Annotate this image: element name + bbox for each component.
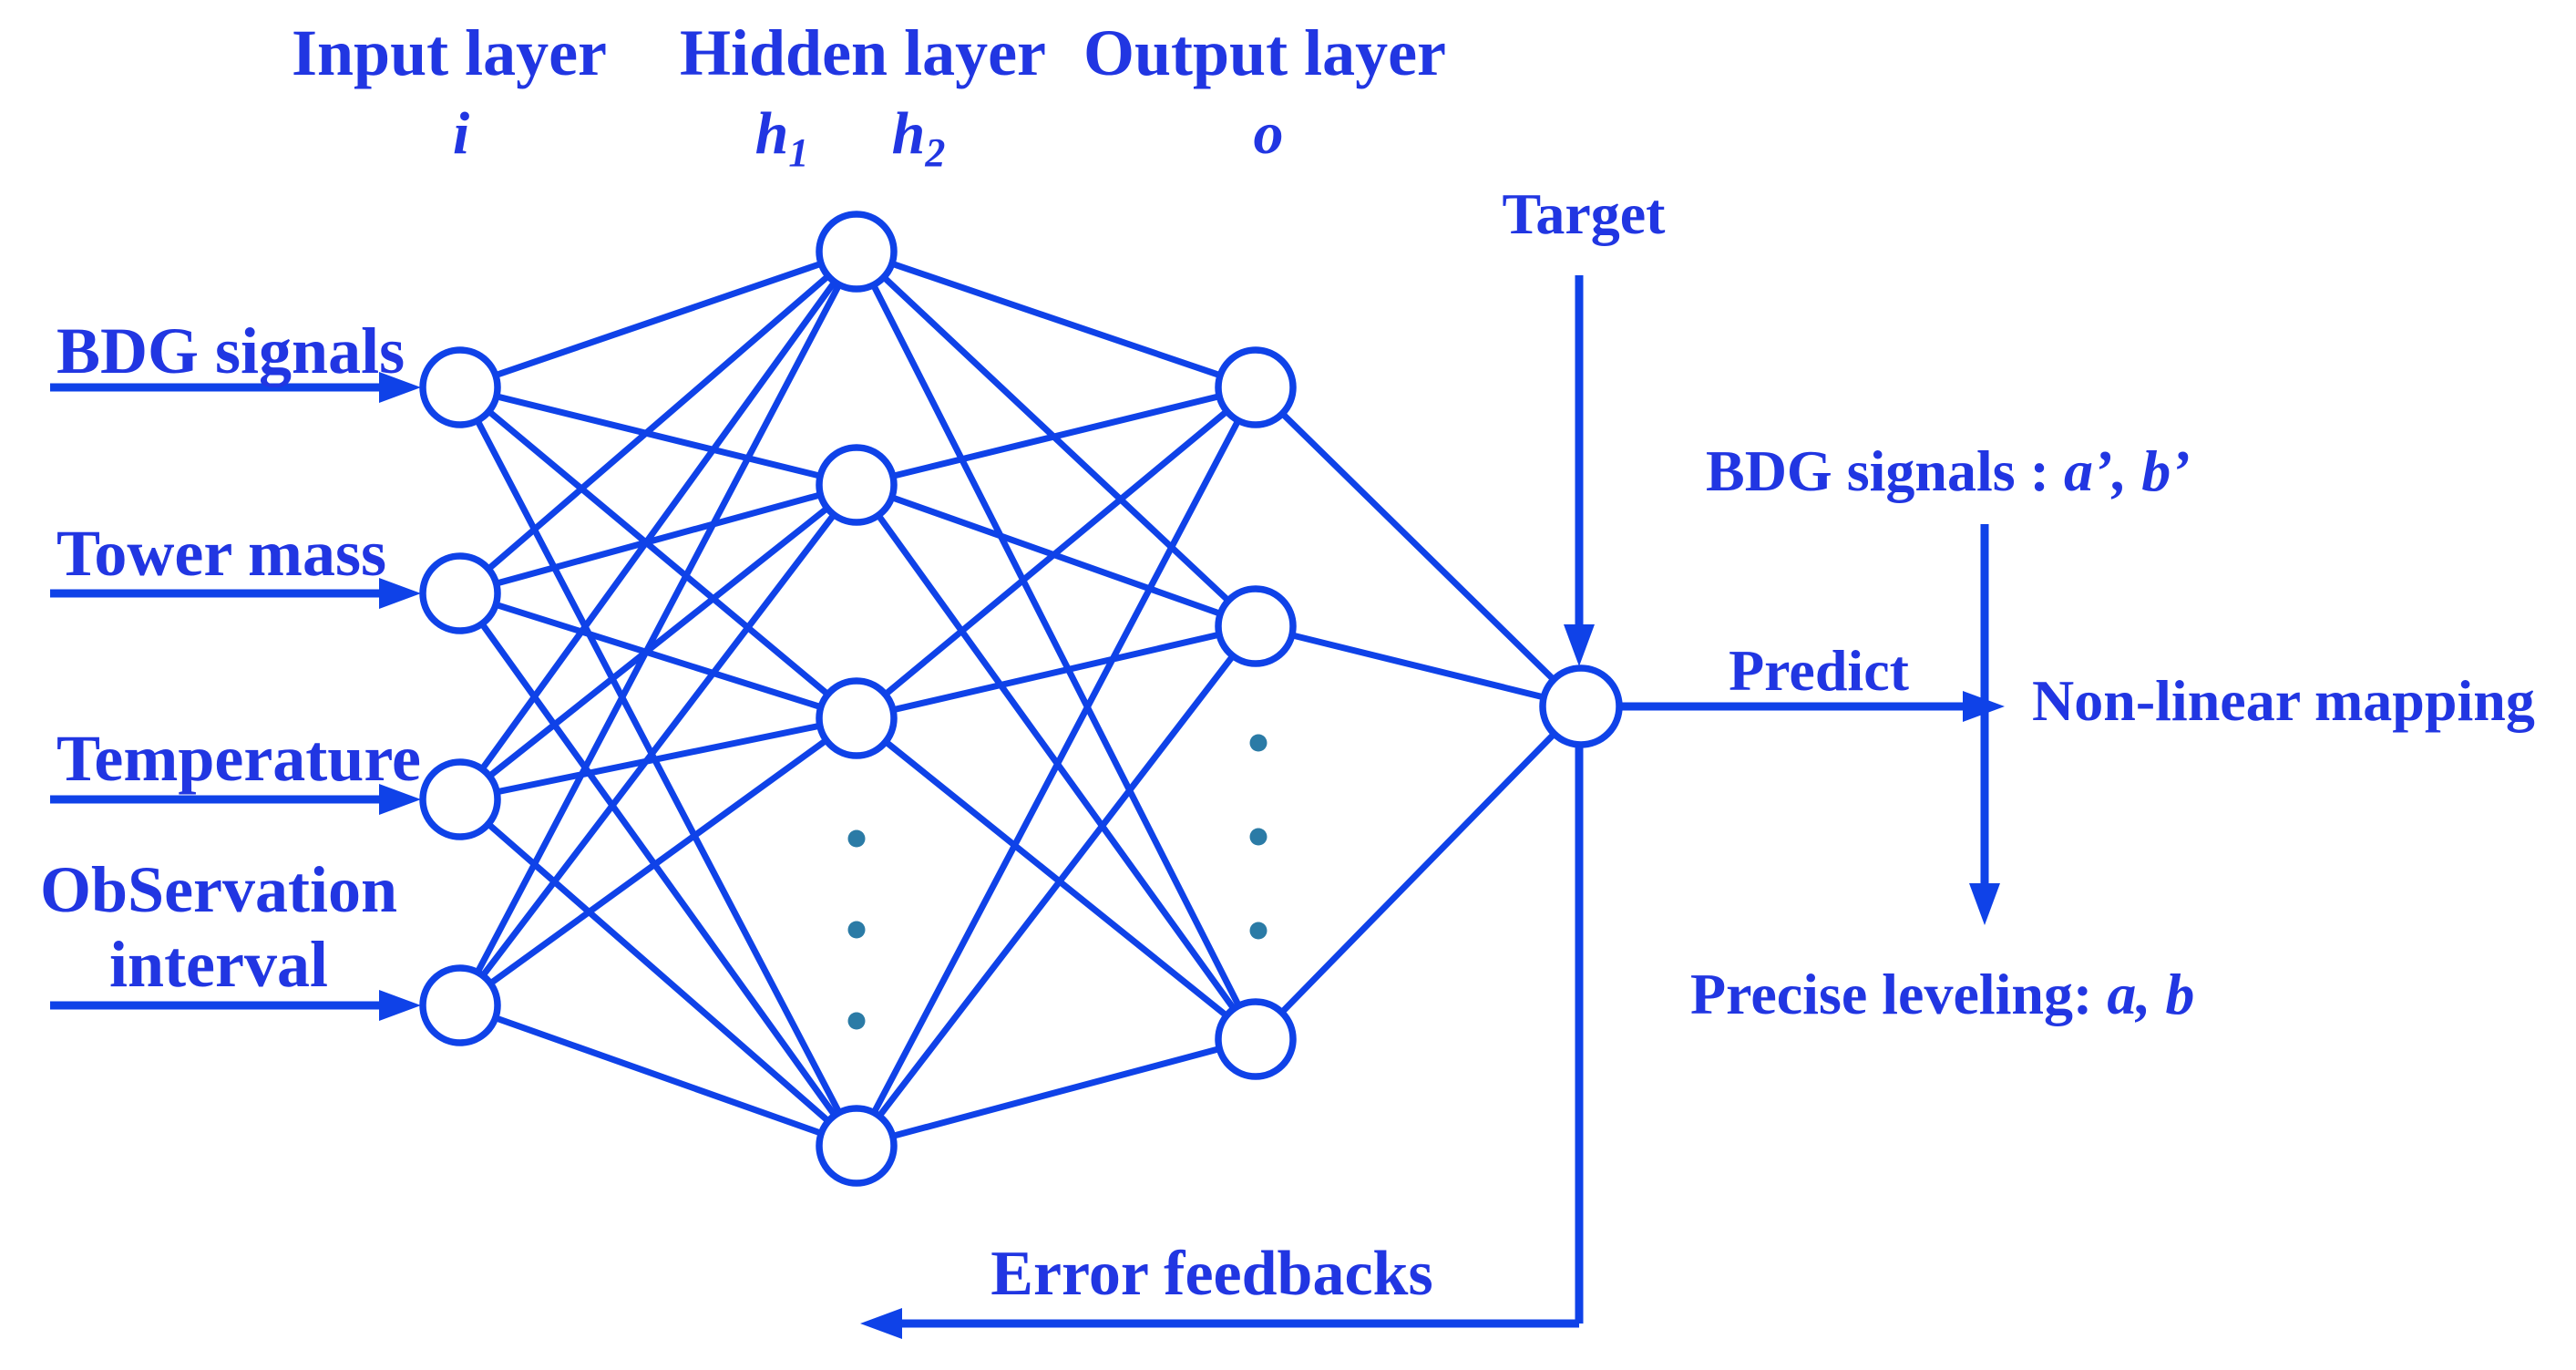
text-segment: b xyxy=(2165,962,2194,1026)
connection-edge xyxy=(457,249,859,802)
bdg-signals-result-label: BDG signals : a’, b’ xyxy=(1706,438,2191,503)
connection-edge xyxy=(856,623,1257,722)
input-arrow-head xyxy=(379,990,421,1021)
output-ellipsis-dot xyxy=(1249,734,1267,752)
connection-edge xyxy=(457,386,860,1148)
input-node xyxy=(419,964,501,1046)
predict-label: Predict xyxy=(1729,638,1910,703)
output-ellipsis-dot xyxy=(1249,922,1267,940)
text-segment: b’ xyxy=(2141,438,2190,503)
layer-title-hidden: Hidden layer xyxy=(680,16,1046,89)
input-node xyxy=(419,758,501,840)
layer-title-input: Input layer xyxy=(292,16,607,89)
input-arrow-head xyxy=(379,372,421,403)
layer-title-output: Output layer xyxy=(1083,16,1446,89)
connection-edge xyxy=(457,797,859,1149)
input-channel-label: ObServation xyxy=(40,853,397,926)
hidden-node xyxy=(816,677,898,759)
connection-edge xyxy=(457,250,860,1007)
connection-edge xyxy=(853,250,1259,1041)
nodes-group xyxy=(419,211,1623,1187)
layer-symbol-hidden-0: h1 xyxy=(755,100,809,175)
connection-edge xyxy=(458,1002,858,1149)
layer-symbol-hidden-1: h2 xyxy=(892,100,946,175)
connection-edge xyxy=(856,384,1257,489)
input-arrow-head xyxy=(379,784,421,815)
connection-edge xyxy=(856,1035,1257,1149)
input-channel-label: BDG signals xyxy=(56,314,405,387)
hidden-ellipsis-dot xyxy=(847,921,866,939)
output-node xyxy=(1215,346,1297,428)
text-segment: Precise leveling: xyxy=(1690,962,2107,1026)
input-node xyxy=(419,552,501,634)
connection-edge xyxy=(459,481,857,597)
connection-edge xyxy=(459,715,857,803)
connection-edge xyxy=(458,590,858,722)
connection-edge xyxy=(457,385,859,721)
connection-edge xyxy=(854,716,1258,1042)
error-feedbacks-label: Error feedbacks xyxy=(990,1239,1432,1309)
nonlinear-mapping-label: Non-linear mapping xyxy=(2032,668,2535,733)
arrows-group xyxy=(50,275,2005,1339)
hidden-ellipsis-dot xyxy=(847,829,866,848)
connection-edge xyxy=(853,386,1259,1148)
input-channel-label: Tower mass xyxy=(56,517,386,590)
target-arrow-head xyxy=(1564,624,1595,666)
layer-symbol-input-0: i xyxy=(453,100,470,167)
layer-symbol-output-0: o xyxy=(1254,100,1284,167)
input-node xyxy=(419,346,501,428)
precise-leveling-label: Precise leveling: a, b xyxy=(1690,962,2194,1026)
connection-edge xyxy=(855,248,1257,391)
connection-edge xyxy=(1253,704,1584,1042)
symbol-base: h xyxy=(892,100,926,167)
connection-edge xyxy=(457,482,859,1008)
hidden-node xyxy=(816,444,898,526)
connection-edge xyxy=(457,591,859,1149)
symbol-subscript: 2 xyxy=(924,130,945,175)
feedback-arrow-head xyxy=(860,1308,902,1339)
symbol-subscript: 1 xyxy=(788,130,808,175)
connection-edge xyxy=(457,716,859,1008)
connection-edge xyxy=(854,623,1258,1149)
output-ellipsis-dot xyxy=(1249,828,1267,846)
connection-edge xyxy=(458,248,858,391)
input-channel-label: Temperature xyxy=(56,722,421,795)
mapping-arrow-head xyxy=(1969,883,2000,925)
output-node xyxy=(1215,585,1297,667)
hidden-node xyxy=(816,1105,898,1187)
connection-edge xyxy=(459,384,857,489)
connection-edge xyxy=(1255,623,1582,710)
input-arrow-head xyxy=(379,578,421,609)
symbol-base: h xyxy=(755,100,789,167)
target-label: Target xyxy=(1503,181,1667,246)
hidden-ellipsis-dot xyxy=(847,1012,866,1030)
hidden-node xyxy=(816,211,898,293)
text-segment: a’, xyxy=(2064,438,2141,503)
connection-edge xyxy=(1253,385,1584,709)
final-node xyxy=(1539,664,1623,748)
text-segment: a, xyxy=(2107,962,2165,1026)
connection-edge xyxy=(457,249,859,596)
input-channel-label: interval xyxy=(109,928,328,1001)
output-node xyxy=(1215,998,1297,1080)
symbol-base: o xyxy=(1254,100,1284,167)
connection-edge xyxy=(854,385,1258,721)
text-segment: BDG signals : xyxy=(1706,438,2064,503)
edges-group xyxy=(457,248,1584,1149)
connection-edge xyxy=(457,482,859,802)
symbol-base: i xyxy=(453,100,470,167)
